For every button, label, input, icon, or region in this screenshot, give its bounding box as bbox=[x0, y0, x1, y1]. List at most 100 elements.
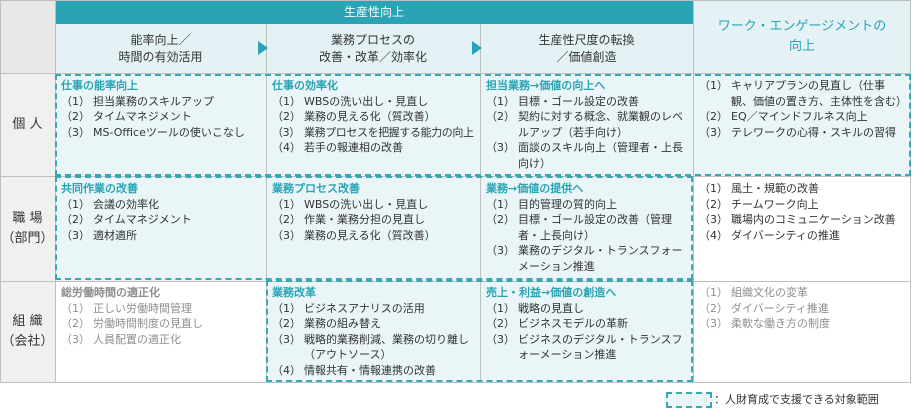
tint-r2 bbox=[55, 176, 693, 281]
list-item: （3）面談のスキル向上（管理者・上長向け） bbox=[486, 141, 683, 170]
row-label-department-line1: 職 場 bbox=[12, 210, 43, 226]
col1-header-line1: 能率向上／ bbox=[130, 32, 191, 47]
cell-title: 担当業務→価値の向上へ bbox=[486, 79, 606, 92]
list-item: （4）ダイバーシティの推進 bbox=[699, 228, 840, 242]
col3-header: 生産性尺度の転換 ／価値創造 bbox=[480, 24, 693, 73]
row-label-organization-line2: （会社） bbox=[1, 333, 54, 349]
cell-department-efficiency: 共同作業の改善 （1）会議の効率化 （2）タイムマネジメント （3）適材適所 bbox=[61, 181, 264, 243]
list-item: （1）目標・ゴール設定の改善 bbox=[486, 94, 639, 108]
list-item: （1）正しい労働時間管理 bbox=[61, 301, 192, 315]
cell-department-process: 業務プロセス改善 （1）WBSの洗い出し・見直し （2）作業・業務分担の見直し … bbox=[272, 181, 478, 243]
list-item: （3）ビジネスのデジタル・トランスフォーメーション推進 bbox=[486, 332, 683, 362]
list-item: （3）MS-Officeツールの使いこなし bbox=[61, 125, 245, 139]
list-item: （1）戦略の見直し bbox=[486, 301, 584, 315]
cell-title: 仕事の効率化 bbox=[272, 79, 338, 92]
group-header-bar bbox=[55, 0, 693, 24]
cell-department-value: 業務→価値の提供へ （1）目的管理の質的向上 （2）目標・ゴール設定の改善（管理… bbox=[486, 181, 689, 274]
list-item: （2）業務の組み替え bbox=[272, 317, 381, 330]
cell-title: 共同作業の改善 bbox=[61, 182, 138, 195]
cell-individual-engagement: （1）キャリアプランの見直し（仕事観、価値の置き方、主体性を含む） （2）EQ／… bbox=[699, 78, 907, 140]
grid-v3 bbox=[480, 24, 481, 383]
list-item: （3）職場内のコミュニケーション改善 bbox=[699, 213, 896, 226]
list-item: （1）担当業務のスキルアップ bbox=[61, 94, 214, 108]
grid-left bbox=[0, 0, 1, 383]
list-item: （4）若手の報連相の改善 bbox=[272, 141, 403, 154]
col3-header-line1: 生産性尺度の転換 bbox=[538, 32, 635, 47]
list-item: （3）適材適所 bbox=[61, 228, 137, 242]
col4-header bbox=[693, 0, 911, 73]
row-label-individual-text: 個 人 bbox=[12, 116, 43, 132]
grid-h1 bbox=[0, 73, 911, 74]
arrow-right-icon bbox=[258, 41, 268, 55]
cell-title: 業務→価値の提供へ bbox=[486, 182, 584, 195]
list-item: （2）業務の見える化（質改善） bbox=[272, 110, 436, 123]
list-item: （3）業務の見える化（質改善） bbox=[272, 228, 436, 242]
list-item: （1）風土・規範の改善 bbox=[699, 182, 819, 195]
list-item: （2）タイムマネジメント bbox=[61, 110, 192, 123]
scope-outline-middle bbox=[55, 176, 693, 280]
col2-header-line2: 改善・改革／効率化 bbox=[318, 49, 427, 64]
list-item: （2）契約に対する概念、就業観のレベルアップ（若手向け） bbox=[486, 110, 683, 139]
grid-right bbox=[910, 0, 911, 383]
col1-header-line2: 時間の有効活用 bbox=[118, 49, 203, 64]
list-item: （4）情報共有・情報連携の改善 bbox=[272, 363, 436, 377]
scope-outline-top bbox=[55, 74, 911, 176]
col1-header: 能率向上／ 時間の有効活用 bbox=[55, 24, 266, 73]
cell-individual-process: 仕事の効率化 （1）WBSの洗い出し・見直し （2）業務の見える化（質改善） （… bbox=[272, 78, 478, 156]
list-item: （2）労働時間制度の見直し bbox=[61, 317, 203, 330]
cell-title: 売上・利益→価値の創造へ bbox=[486, 286, 617, 299]
cell-individual-value: 担当業務→価値の向上へ （1）目標・ゴール設定の改善 （2）契約に対する概念、就… bbox=[486, 78, 689, 171]
list-item: （2）チームワーク向上 bbox=[699, 197, 819, 211]
list-item: （2）ダイバーシティ推進 bbox=[699, 301, 829, 315]
cell-organization-process: 業務改革 （1）ビジネスアナリスの活用 （2）業務の組み替え （3）戦略的業務削… bbox=[272, 285, 478, 378]
grid-top bbox=[0, 0, 911, 1]
legend-text: ：人財育成で支援できる対象範囲 bbox=[714, 393, 879, 406]
list-item: （3）柔軟な働き方の制度 bbox=[699, 317, 830, 330]
scope-outline-bottom bbox=[266, 280, 693, 382]
col2-header: 業務プロセスの 改善・改革／効率化 bbox=[266, 24, 480, 73]
cell-organization-value: 売上・利益→価値の創造へ （1）戦略の見直し （2）ビジネスモデルの革新 （3）… bbox=[486, 285, 689, 363]
list-item: （3）業務のデジタル・トランスフォーメーション推進 bbox=[486, 244, 683, 273]
list-item: （1）ビジネスアナリスの活用 bbox=[272, 301, 425, 315]
grid-v2 bbox=[266, 24, 267, 383]
cell-department-engagement: （1）風土・規範の改善 （2）チームワーク向上 （3）職場内のコミュニケーション… bbox=[699, 181, 905, 243]
sub-header-row bbox=[55, 24, 693, 73]
row-label-individual: 個 人 bbox=[0, 73, 55, 176]
col3-header-line2: ／価値創造 bbox=[556, 49, 617, 64]
list-item: （1）目的管理の質的向上 bbox=[486, 197, 617, 211]
list-item: （3）人員配置の適正化 bbox=[61, 332, 181, 346]
group-title: 生産性向上 bbox=[343, 4, 404, 19]
row-label-department: 職 場 （部門） bbox=[0, 176, 55, 281]
list-item: （1）会議の効率化 bbox=[61, 197, 159, 211]
list-item: （2）EQ／マインドフルネス向上 bbox=[699, 110, 868, 123]
cell-organization-efficiency: 総労働時間の適正化 （1）正しい労働時間管理 （2）労働時間制度の見直し （3）… bbox=[61, 285, 264, 347]
cell-individual-efficiency: 仕事の能率向上 （1）担当業務のスキルアップ （2）タイムマネジメント （3）M… bbox=[61, 78, 264, 140]
grid-v4 bbox=[693, 0, 694, 383]
tint-r1 bbox=[55, 73, 911, 176]
row-label-organization: 組 織 （会社） bbox=[0, 281, 55, 382]
col4-header-line2: 向上 bbox=[788, 38, 815, 54]
cell-organization-engagement: （1）組織文化の変革 （2）ダイバーシティ推進 （3）柔軟な働き方の制度 bbox=[699, 285, 905, 332]
list-item: （2）作業・業務分担の見直し bbox=[272, 213, 425, 226]
col4-header-text: ワーク・エンゲージメントの 向上 bbox=[693, 0, 911, 73]
cell-title: 仕事の能率向上 bbox=[61, 79, 138, 92]
tint-r3 bbox=[266, 281, 693, 382]
list-item: （1）組織文化の変革 bbox=[699, 286, 808, 299]
list-item: （1）WBSの洗い出し・見直し bbox=[272, 94, 429, 108]
row-label-organization-line1: 組 織 bbox=[12, 313, 43, 329]
list-item: （3）業務プロセスを把握する能力の向上 bbox=[272, 125, 474, 139]
row-label-col bbox=[0, 73, 55, 382]
grid-bottom bbox=[0, 382, 911, 383]
corner-cell bbox=[0, 0, 55, 73]
cell-title: 業務プロセス改善 bbox=[272, 182, 360, 195]
list-item: （1）WBSの洗い出し・見直し bbox=[272, 197, 429, 211]
arrow-right-icon bbox=[472, 41, 482, 55]
col2-header-line1: 業務プロセスの bbox=[330, 32, 415, 47]
cell-title: 業務改革 bbox=[272, 286, 316, 299]
col4-header-line1: ワーク・エンゲージメントの bbox=[717, 18, 887, 34]
legend-swatch bbox=[666, 392, 712, 408]
row-label-department-line2: （部門） bbox=[1, 230, 54, 246]
cell-title: 総労働時間の適正化 bbox=[61, 286, 160, 299]
list-item: （2）タイムマネジメント bbox=[61, 213, 192, 226]
list-item: （1）キャリアプランの見直し（仕事観、価値の置き方、主体性を含む） bbox=[699, 79, 907, 108]
